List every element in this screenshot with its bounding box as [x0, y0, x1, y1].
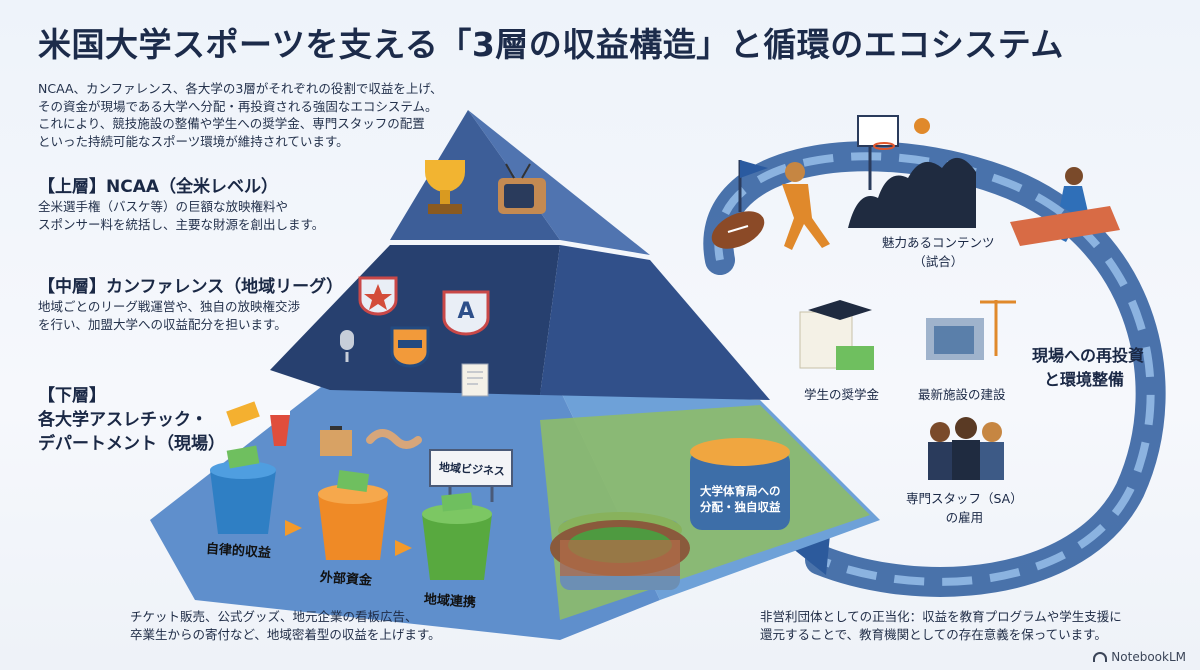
staff-label-line: の雇用 — [945, 510, 984, 525]
tier-bottom-heading-line: デパートメント（現場） — [38, 434, 225, 454]
staff-people-icon — [928, 417, 1004, 480]
page-title: 米国大学スポーツを支える「3層の収益構造」と循環のエコシステム — [38, 25, 1064, 64]
bottom-right-note: 非営利団体としての正当化：収益を教育プログラムや学生支援に 還元することで、教育… — [760, 608, 1122, 644]
crowd-icon — [848, 157, 976, 228]
intro-line: これにより、競技施設の整備や学生への奨学金、専門スタッフの配置 — [38, 116, 425, 131]
bottom-left-note: チケット販売、公式グッズ、地元企業の看板広告、 卒業生からの寄付など、地域密着型… — [130, 608, 441, 644]
bucket-blue — [210, 445, 276, 534]
intro-line: NCAA、カンファレンス、各大学の3層がそれぞれの役割で収益を上げ、 — [38, 81, 443, 96]
tier-bottom-heading-line: 各大学アスレチック・ — [38, 410, 208, 430]
stadium-label-line: 分配・独自収益 — [700, 500, 781, 514]
reinvest-heading: 現場への再投資 と環境整備 — [1032, 344, 1144, 392]
tier-middle-desc-line: を行い、加盟大学への収益配分を担います。 — [38, 317, 287, 332]
scholarship-label: 学生の奨学金 — [804, 387, 880, 402]
conference-shield-icon — [358, 276, 398, 316]
tier-middle-desc: 地域ごとのリーグ戦運営や、独自の放映権交渉 を行い、加盟大学への収益配分を担いま… — [38, 298, 300, 334]
bottom-left-line: チケット販売、公式グッズ、地元企業の看板広告、 — [130, 609, 418, 624]
bottom-right-line: 非営利団体としての正当化：収益を教育プログラムや学生支援に — [760, 609, 1122, 624]
stadium-icon — [550, 520, 690, 576]
pyramid-middle-tier — [270, 245, 770, 400]
staff-label-line: 専門スタッフ（SA） — [906, 491, 1023, 506]
donation-box-icon — [320, 426, 352, 456]
local-business-sign — [429, 449, 513, 502]
bucket-green — [422, 492, 492, 580]
svg-text:A: A — [457, 299, 474, 324]
intro-text: NCAA、カンファレンス、各大学の3層がそれぞれの役割で収益を上げ、 その資金が… — [38, 80, 458, 150]
microphone-icon — [340, 330, 354, 362]
scholarship-icon — [799, 300, 874, 370]
stadium-label: 大学体育局への 分配・独自収益 — [700, 483, 781, 515]
drink-cup-icon — [270, 410, 290, 446]
bottom-left-line: 卒業生からの寄付など、地域密着型の収益を上げます。 — [130, 627, 441, 642]
tier-top-desc-line: 全米選手権（バスケ等）の巨額な放映権料や — [38, 199, 289, 214]
flag-icon — [738, 160, 768, 212]
tier-bottom-heading: 【下層】 各大学アスレチック・ デパートメント（現場） — [38, 384, 225, 456]
conference-shield-icon: A — [442, 290, 490, 336]
bucket-orange — [318, 469, 388, 560]
bottom-right-line: 還元することで、教育機関としての存在意義を保っています。 — [760, 627, 1107, 642]
tv-icon — [498, 163, 546, 214]
notebook-logo-icon — [1093, 652, 1108, 662]
stadium-label-line: 大学体育局への — [700, 484, 781, 498]
basketball-hoop-icon — [857, 115, 930, 190]
ticket-icon — [226, 401, 260, 427]
content-label-line: 魅力あるコンテンツ — [882, 235, 995, 250]
content-label: 魅力あるコンテンツ （試合） — [882, 232, 995, 270]
intro-line: といった持続可能なスポーツ環境が維持されています。 — [38, 133, 349, 149]
bucket-label-external: 外部資金 — [319, 570, 373, 589]
tier-top-heading: 【上層】NCAA（全米レベル） — [38, 177, 279, 197]
tier-top-desc: 全米選手権（バスケ等）の巨額な放映権料や スポンサー料を統括し、主要な財源を創出… — [38, 198, 324, 234]
brand-watermark: NotebookLM — [1093, 650, 1186, 664]
contract-document-icon — [461, 363, 489, 397]
trophy-icon — [425, 160, 465, 214]
flow-arrow-icon — [285, 520, 412, 556]
conference-shield-icon — [390, 326, 430, 368]
reinvest-heading-line: と環境整備 — [1044, 370, 1125, 389]
staff-label: 専門スタッフ（SA） の雇用 — [906, 488, 1023, 526]
football-icon — [711, 211, 765, 249]
facility-label: 最新施設の建設 — [918, 387, 1006, 402]
runner-icon — [1010, 167, 1120, 246]
reinvest-heading-line: 現場への再投資 — [1032, 346, 1145, 365]
handshake-icon — [366, 429, 422, 449]
tier-top-desc-line: スポンサー料を統括し、主要な財源を創出します。 — [38, 217, 325, 232]
building-construction-icon — [926, 300, 1016, 360]
content-label-line: （試合） — [913, 254, 964, 269]
brand-label: NotebookLM — [1111, 650, 1186, 664]
tier-middle-desc-line: 地域ごとのリーグ戦運営や、独自の放映権交渉 — [38, 299, 301, 314]
intro-line: その資金が現場である大学へ分配・再投資される強固なエコシステム。 — [38, 98, 438, 114]
tier-middle-heading: 【中層】カンファレンス（地域リーグ） — [38, 277, 344, 297]
tier-bottom-heading-line: 【下層】 — [38, 386, 106, 406]
football-player-icon — [782, 162, 830, 250]
